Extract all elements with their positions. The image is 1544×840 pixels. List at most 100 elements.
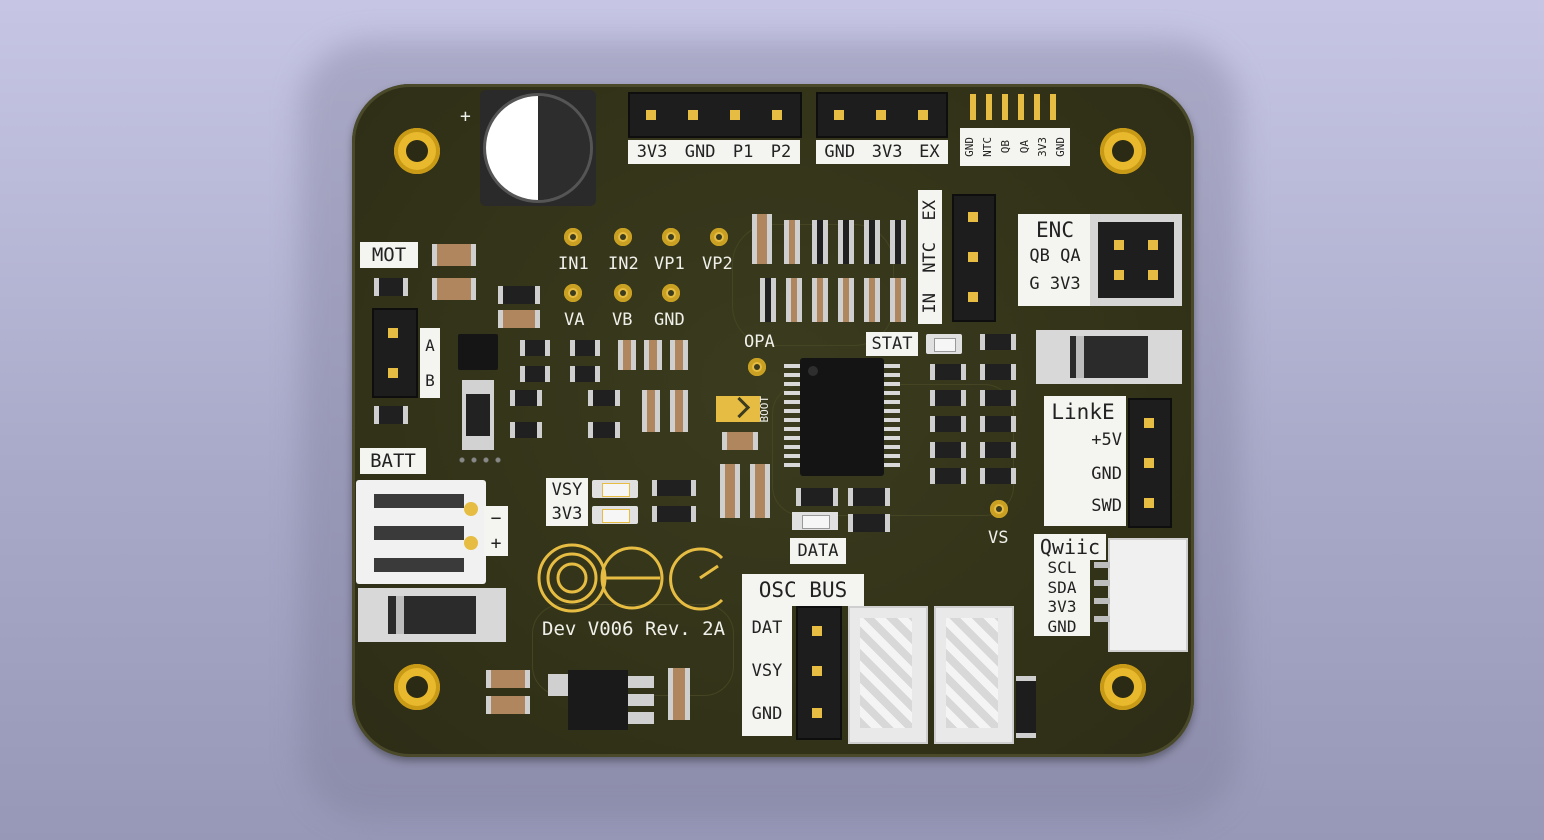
mcu-pins-left: [784, 364, 800, 472]
tp-label-opa: OPA: [744, 332, 775, 352]
qwiic-connector[interactable]: [1094, 538, 1188, 652]
boot-label: BOOT: [758, 396, 771, 423]
resistor: [980, 442, 1016, 458]
resistor: [864, 220, 880, 264]
test-point-icon: [710, 228, 728, 246]
capacitor: [486, 670, 530, 688]
driver-ic: [458, 334, 498, 370]
via-row: [456, 456, 504, 464]
header-ex-labels: GND 3V3 EX: [816, 140, 948, 164]
capacitor: [618, 340, 636, 370]
header-p1-p2-labels: 3V3 GND P1 P2: [628, 140, 800, 164]
label: EX: [920, 200, 940, 221]
label: DAT: [751, 617, 783, 638]
header-p1-p2[interactable]: [628, 92, 802, 138]
qwiic-pin-labels: SCL SDA 3V3 GND: [1034, 558, 1090, 636]
electrolytic-capacitor-icon: [486, 96, 590, 200]
label: SDA: [1047, 577, 1077, 597]
capacitor: [644, 340, 662, 370]
resistor: [588, 390, 620, 406]
linke-pin: +5V: [1091, 430, 1122, 450]
resistor: [498, 286, 540, 304]
batt-title: BATT: [360, 448, 426, 474]
fpc-labels: GND NTC QB QA 3V3 GND: [960, 128, 1070, 166]
test-point-icon: [614, 228, 632, 246]
resistor: [374, 406, 408, 424]
osc-bus-header[interactable]: [796, 606, 842, 740]
capacitor: [486, 696, 530, 714]
resistor: [930, 416, 966, 432]
label: GND: [962, 137, 976, 157]
capacitor: [722, 432, 758, 450]
mot-title: MOT: [360, 242, 418, 268]
resistor: [520, 366, 550, 382]
osc-logo-icon: [537, 543, 724, 613]
label: SCL: [1047, 558, 1077, 578]
osc-bus-connector-2[interactable]: [934, 606, 1014, 744]
resistor: [930, 390, 966, 406]
linke-title: LinkE: [1051, 400, 1115, 424]
label: 3V3: [551, 504, 583, 524]
label: P2: [770, 142, 792, 162]
label: GND: [1047, 616, 1077, 636]
resistor: [980, 364, 1016, 380]
linke-header[interactable]: [1128, 398, 1172, 528]
boot-jumper[interactable]: [716, 396, 760, 422]
enc-label-block: ENC QB QA G 3V3: [1018, 214, 1092, 306]
capacitor: [670, 340, 688, 370]
resistor: [930, 468, 966, 484]
label: EX: [919, 142, 940, 162]
mcu-pins-right: [884, 364, 900, 472]
resistor: [838, 220, 854, 264]
voltage-regulator: [548, 670, 654, 730]
microcontroller-ic-icon: [800, 358, 884, 476]
osc-bus-connector-1[interactable]: [848, 606, 928, 744]
label: −: [490, 508, 502, 529]
label: GND: [684, 142, 716, 162]
label: GND: [751, 704, 783, 725]
led-labels: VSY 3V3: [546, 478, 588, 526]
stat-label: STAT: [866, 332, 918, 356]
enc-connector[interactable]: [1090, 214, 1182, 306]
capacitor: [864, 278, 880, 322]
mot-header[interactable]: [372, 308, 418, 398]
capacitor: [432, 244, 476, 266]
bus-transistor: [1016, 676, 1036, 738]
resistor: [652, 506, 696, 522]
mounting-hole-icon: [394, 664, 440, 710]
fpc-connector[interactable]: [964, 88, 1070, 124]
label: GND: [1054, 137, 1068, 157]
resistor: [812, 220, 828, 264]
battery-connector[interactable]: [356, 480, 486, 584]
capacitor: [812, 278, 828, 322]
mounting-hole-icon: [1100, 128, 1146, 174]
ex-header-labels: IN NTC EX: [918, 190, 942, 324]
capacitor: [786, 278, 802, 322]
test-point-icon: [662, 284, 680, 302]
label: B: [425, 371, 435, 390]
label: IN: [920, 293, 940, 314]
power-diode: [358, 588, 506, 642]
test-point-icon: [614, 284, 632, 302]
label: QA: [1017, 140, 1031, 154]
electrolytic-capacitor: [480, 90, 596, 206]
resistor: [510, 422, 542, 438]
resistor: [930, 364, 966, 380]
batt-polarity-labels: − +: [484, 506, 508, 556]
linke-pin: GND: [1091, 464, 1122, 484]
resistor: [510, 390, 542, 406]
label: 3V3: [1035, 137, 1049, 157]
resistor: [570, 340, 600, 356]
ex-header[interactable]: [952, 194, 996, 322]
resistor: [890, 220, 906, 264]
capacitor: [784, 220, 800, 264]
resistor: [980, 390, 1016, 406]
label: VSY: [551, 480, 583, 500]
capacitor: [720, 464, 740, 518]
resistor: [570, 366, 600, 382]
mounting-hole-icon: [1100, 664, 1146, 710]
led-vsy: [592, 480, 638, 498]
header-ex[interactable]: [816, 92, 948, 138]
tp-label: VP1: [654, 254, 685, 274]
tp-label: VA: [564, 310, 585, 330]
